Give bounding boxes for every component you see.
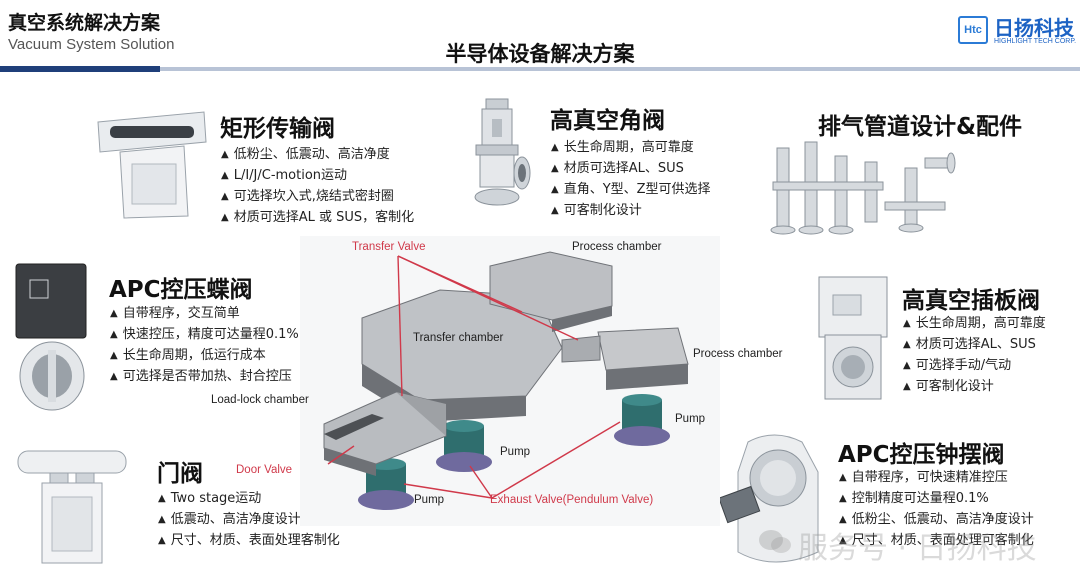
label-load-lock: Load-lock chamber bbox=[211, 394, 309, 406]
label-transfer-chamber: Transfer chamber bbox=[413, 332, 504, 344]
rect-valve-title: 矩形传输阀 bbox=[220, 116, 335, 142]
apc-pendulum-features: 自带程序，可快速精准控压 控制精度可达量程0.1% 低粉尘、低震动、高洁净度设计… bbox=[839, 468, 1034, 552]
section-title: 半导体设备解决方案 bbox=[445, 42, 635, 66]
apc-butterfly-title: APC控压蝶阀 bbox=[109, 277, 253, 303]
feature-item: 长生命周期，高可靠度 bbox=[903, 314, 1046, 335]
apc-pendulum-image bbox=[718, 434, 819, 563]
feature-item: 快速控压，精度可达量程0.1% bbox=[110, 325, 299, 346]
apc-pendulum-title: APC控压钟摆阀 bbox=[838, 442, 1005, 468]
header-accent-bar bbox=[0, 66, 160, 72]
rect-valve-features: 低粉尘、低震动、高洁净度 L/I/J/C-motion运动 可选择坎入式,烧结式… bbox=[221, 145, 414, 229]
page-subtitle: Vacuum System Solution bbox=[8, 36, 175, 53]
cluster-tool-diagram bbox=[300, 236, 720, 526]
label-process-chamber-right: Process chamber bbox=[693, 348, 783, 360]
label-door-valve: Door Valve bbox=[236, 464, 293, 476]
exhaust-piping-image bbox=[770, 141, 956, 235]
angle-valve-image bbox=[474, 98, 531, 206]
feature-item: 直角、Y型、Z型可供选择 bbox=[551, 180, 711, 201]
feature-item: 可选择坎入式,烧结式密封圈 bbox=[221, 187, 414, 208]
pump-right-shape bbox=[614, 394, 670, 446]
feature-item: L/I/J/C-motion运动 bbox=[221, 166, 414, 187]
angle-valve-title: 高真空角阀 bbox=[550, 108, 665, 134]
feature-item: 长生命周期，高可靠度 bbox=[551, 138, 711, 159]
angle-valve-features: 长生命周期，高可靠度 材质可选择AL、SUS 直角、Y型、Z型可供选择 可客制化… bbox=[551, 138, 711, 222]
wechat-icon bbox=[759, 530, 791, 553]
process-chamber-right-shape bbox=[597, 327, 689, 371]
feature-item: 自带程序，可快速精准控压 bbox=[839, 468, 1034, 489]
feature-item: 材质可选择AL、SUS bbox=[551, 159, 711, 180]
door-valve-features: Two stage运动 低震动、高洁净度设计 尺寸、材质、表面处理客制化 bbox=[158, 489, 340, 552]
feature-item: 尺寸、材质、表面处理可客制化 bbox=[839, 531, 1034, 552]
logo-mark: Htc bbox=[958, 16, 988, 44]
gate-valve-image bbox=[818, 276, 888, 400]
feature-item: 尺寸、材质、表面处理客制化 bbox=[158, 531, 340, 552]
apc-butterfly-image bbox=[15, 263, 87, 411]
feature-item: 低粉尘、低震动、高洁净度设计 bbox=[839, 510, 1034, 531]
feature-item: 可选择手动/气动 bbox=[903, 356, 1046, 377]
label-pump-middle: Pump bbox=[500, 446, 531, 458]
door-valve-title: 门阀 bbox=[157, 461, 203, 487]
logo-name-cn: 日扬科技 bbox=[994, 16, 1074, 40]
feature-item: Two stage运动 bbox=[158, 489, 340, 510]
page-title: 真空系统解决方案 bbox=[8, 12, 161, 34]
pump-middle-shape bbox=[436, 420, 492, 472]
label-pump-right: Pump bbox=[675, 413, 706, 425]
label-exhaust-valve: Exhaust Valve(Pendulum Valve) bbox=[490, 494, 654, 506]
label-process-chamber-top: Process chamber bbox=[572, 241, 662, 253]
gate-valve-features: 长生命周期，高可靠度 材质可选择AL、SUS 可选择手动/气动 可客制化设计 bbox=[903, 314, 1046, 398]
feature-item: 自带程序，交互简单 bbox=[110, 304, 299, 325]
door-valve-image bbox=[17, 450, 127, 564]
feature-item: 材质可选择AL、SUS bbox=[903, 335, 1046, 356]
gate-valve-title: 高真空插板阀 bbox=[902, 288, 1040, 314]
watermark-text: 服务号 · 日扬科技 bbox=[798, 531, 1037, 566]
company-logo: Htc 日扬科技 HIGHLIGHT TECH CORP. bbox=[958, 14, 1076, 48]
label-transfer-valve: Transfer Valve bbox=[352, 241, 426, 253]
header-divider bbox=[160, 67, 1080, 71]
feature-item: 可选择是否带加热、封合控压 bbox=[110, 367, 299, 388]
exhaust-title: 排气管道设计&配件 bbox=[818, 114, 1023, 140]
feature-item: 长生命周期，低运行成本 bbox=[110, 346, 299, 367]
feature-item: 低粉尘、低震动、高洁净度 bbox=[221, 145, 414, 166]
feature-item: 材质可选择AL 或 SUS，客制化 bbox=[221, 208, 414, 229]
apc-butterfly-features: 自带程序，交互简单 快速控压，精度可达量程0.1% 长生命周期，低运行成本 可选… bbox=[110, 304, 299, 388]
logo-name-en: HIGHLIGHT TECH CORP. bbox=[994, 38, 1077, 45]
leader-lines bbox=[327, 255, 621, 499]
rect-valve-image bbox=[97, 111, 207, 219]
feature-item: 可客制化设计 bbox=[903, 377, 1046, 398]
feature-item: 控制精度可达量程0.1% bbox=[839, 489, 1034, 510]
label-pump-left: Pump bbox=[414, 494, 445, 506]
door-valve-shape bbox=[324, 414, 384, 440]
feature-item: 可客制化设计 bbox=[551, 201, 711, 222]
feature-item: 低震动、高洁净度设计 bbox=[158, 510, 340, 531]
